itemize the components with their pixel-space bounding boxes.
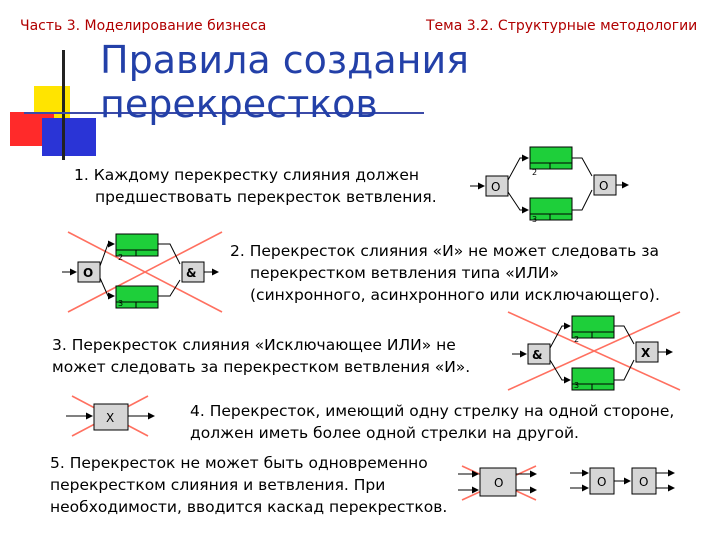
diagram-2: O 2 3 & bbox=[62, 231, 223, 313]
d1-top-num: 2 bbox=[532, 168, 537, 177]
d2-left-glyph: O bbox=[83, 266, 93, 280]
d1-right-glyph: O bbox=[599, 179, 608, 193]
rule-5: 5. Перекресток не может быть одновременн… bbox=[50, 452, 447, 518]
rule-5-line-3: необходимости, вводится каскад перекрест… bbox=[50, 498, 448, 516]
d2-top-num: 2 bbox=[118, 253, 123, 262]
rule-2: 2. Перекресток слияния «И» не может след… bbox=[230, 240, 660, 306]
d3-left-glyph: & bbox=[532, 348, 542, 362]
d4-center-glyph: X bbox=[106, 411, 114, 425]
rule-3: 3. Перекресток слияния «Исключающее ИЛИ»… bbox=[52, 334, 470, 378]
junction-crossed bbox=[479, 467, 517, 497]
rule-4-line-2: должен иметь более одной стрелки на друг… bbox=[190, 424, 579, 442]
title-line-2: перекрестков bbox=[100, 82, 378, 126]
junction-single bbox=[93, 403, 129, 431]
rule-5-line-2: перекрестком слияния и ветвления. При bbox=[50, 476, 386, 494]
d5-right-glyph: O bbox=[639, 475, 648, 489]
header-topic: Тема 3.2. Структурные методологии bbox=[426, 18, 698, 34]
rule-1: 1. Каждому перекрестку слияния должен пр… bbox=[74, 164, 437, 208]
d1-bottom-num: 3 bbox=[532, 215, 537, 224]
junction-or bbox=[77, 261, 101, 283]
diagram-5: O O O bbox=[458, 465, 675, 501]
rule-1-line-1: 1. Каждому перекрестку слияния должен bbox=[74, 166, 419, 184]
rule-1-line-2: предшествовать перекресток ветвления. bbox=[95, 188, 437, 206]
title-line-1: Правила создания bbox=[100, 38, 470, 82]
diagram-1: O 2 3 O bbox=[470, 146, 629, 224]
activity-2 bbox=[529, 146, 573, 170]
d5-crossed-glyph: O bbox=[494, 476, 503, 490]
junction-or-left bbox=[485, 175, 509, 197]
rule-5-line-1: 5. Перекресток не может быть одновременн… bbox=[50, 454, 428, 472]
d1-left-glyph: O bbox=[491, 180, 500, 194]
d2-right-glyph: & bbox=[186, 266, 196, 280]
diagram-3: & 2 3 X bbox=[507, 311, 681, 391]
rule-2-line-2: перекрестком ветвления типа «ИЛИ» bbox=[250, 264, 560, 282]
d5-left-glyph: O bbox=[597, 475, 606, 489]
rule-4-line-1: 4. Перекресток, имеющий одну стрелку на … bbox=[190, 402, 675, 420]
rule-2-line-1: 2. Перекресток слияния «И» не может след… bbox=[230, 242, 659, 260]
junction-and bbox=[527, 343, 551, 365]
junction-cascade-right bbox=[631, 467, 657, 495]
rule-2-line-3: (синхронного, асинхронного или исключающ… bbox=[250, 286, 660, 304]
d3-bottom-num: 3 bbox=[574, 381, 579, 390]
diagram-4: X bbox=[66, 395, 155, 437]
header-part: Часть 3. Моделирование бизнеса bbox=[20, 18, 267, 34]
rule-3-line-1: 3. Перекресток слияния «Исключающее ИЛИ»… bbox=[52, 336, 456, 354]
page-title: Правила создания перекрестков bbox=[100, 38, 469, 126]
rule-3-line-2: может следовать за перекрестком ветвлени… bbox=[52, 358, 471, 376]
rule-4: 4. Перекресток, имеющий одну стрелку на … bbox=[190, 400, 674, 444]
d2-bottom-num: 3 bbox=[118, 299, 123, 308]
d3-right-glyph: X bbox=[641, 346, 651, 360]
d3-top-num: 2 bbox=[574, 335, 579, 344]
